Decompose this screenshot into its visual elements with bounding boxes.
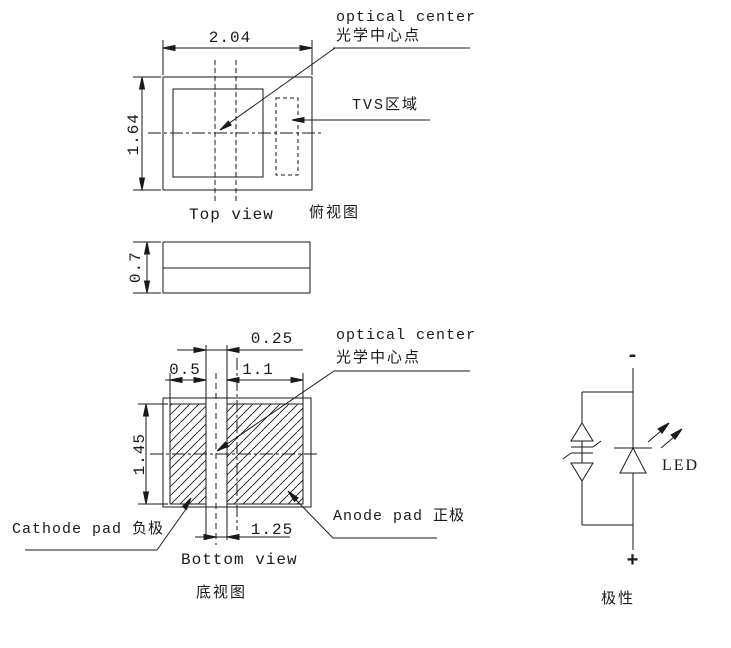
optical-center-leader — [220, 47, 336, 130]
led-symbol — [614, 446, 652, 474]
top-view-drawing — [133, 40, 470, 203]
polarity-caption: 极性 — [601, 591, 636, 608]
optical-center-label-en-bottom: optical center — [336, 327, 477, 344]
side-view-drawing — [133, 241, 311, 294]
light-emission-arrows-icon — [647, 422, 683, 449]
cathode-pad-label: Cathode pad 负极 — [12, 521, 165, 538]
dim-offset-label: 0.25 — [250, 330, 294, 348]
dim-anode-span-label: 1.25 — [250, 521, 294, 539]
polarity-circuit-drawing — [562, 368, 683, 550]
dim-pad-height-label: 1.45 — [130, 432, 149, 476]
optical-center-label-cn-top: 光学中心点 — [336, 28, 422, 45]
dim-cathode-width-label: 0.5 — [169, 361, 201, 379]
negative-terminal-label: - — [626, 345, 640, 368]
bottom-view-caption-cn: 底视图 — [196, 585, 248, 602]
optical-center-label-cn-bottom: 光学中心点 — [336, 350, 422, 367]
dim-height-label: 1.64 — [124, 112, 143, 156]
top-view-caption-en: Top view — [189, 206, 274, 224]
tvs-area-dashed-rect — [275, 97, 299, 176]
anode-pad-label: Anode pad 正极 — [333, 508, 466, 525]
top-view-caption-cn: 俯视图 — [309, 205, 361, 222]
optical-center-label-en-top: optical center — [336, 9, 477, 26]
bottom-view-caption-en: Bottom view — [181, 551, 298, 569]
dim-width-label: 2.04 — [208, 29, 252, 47]
tvs-area-label: TVS区域 — [352, 97, 420, 114]
dim-thickness-label: 0.7 — [126, 251, 145, 284]
tvs-diode-symbol — [562, 422, 602, 482]
dim-anode-width-label: 1.1 — [242, 361, 274, 379]
led-label: LED — [662, 457, 700, 474]
positive-terminal-label: + — [626, 550, 640, 573]
bottom-view-drawing — [25, 345, 470, 551]
